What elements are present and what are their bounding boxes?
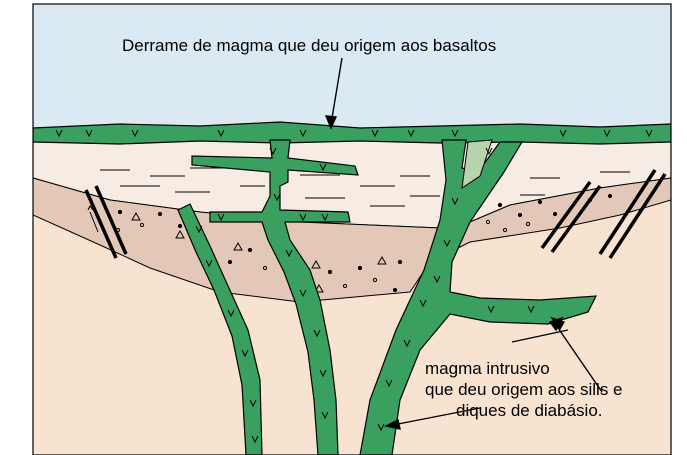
basalt-flow-label: Derrame de magma que deu origem aos basa… bbox=[122, 35, 496, 56]
intrusive-magma-label: magma intrusivo que deu origem aos sills… bbox=[425, 358, 623, 421]
intrusive-label-line-3: diques de diabásio. bbox=[425, 400, 623, 421]
intrusive-label-line-2: que deu origem aos sills e bbox=[425, 379, 623, 400]
intrusive-label-line-1: magma intrusivo bbox=[425, 358, 623, 379]
